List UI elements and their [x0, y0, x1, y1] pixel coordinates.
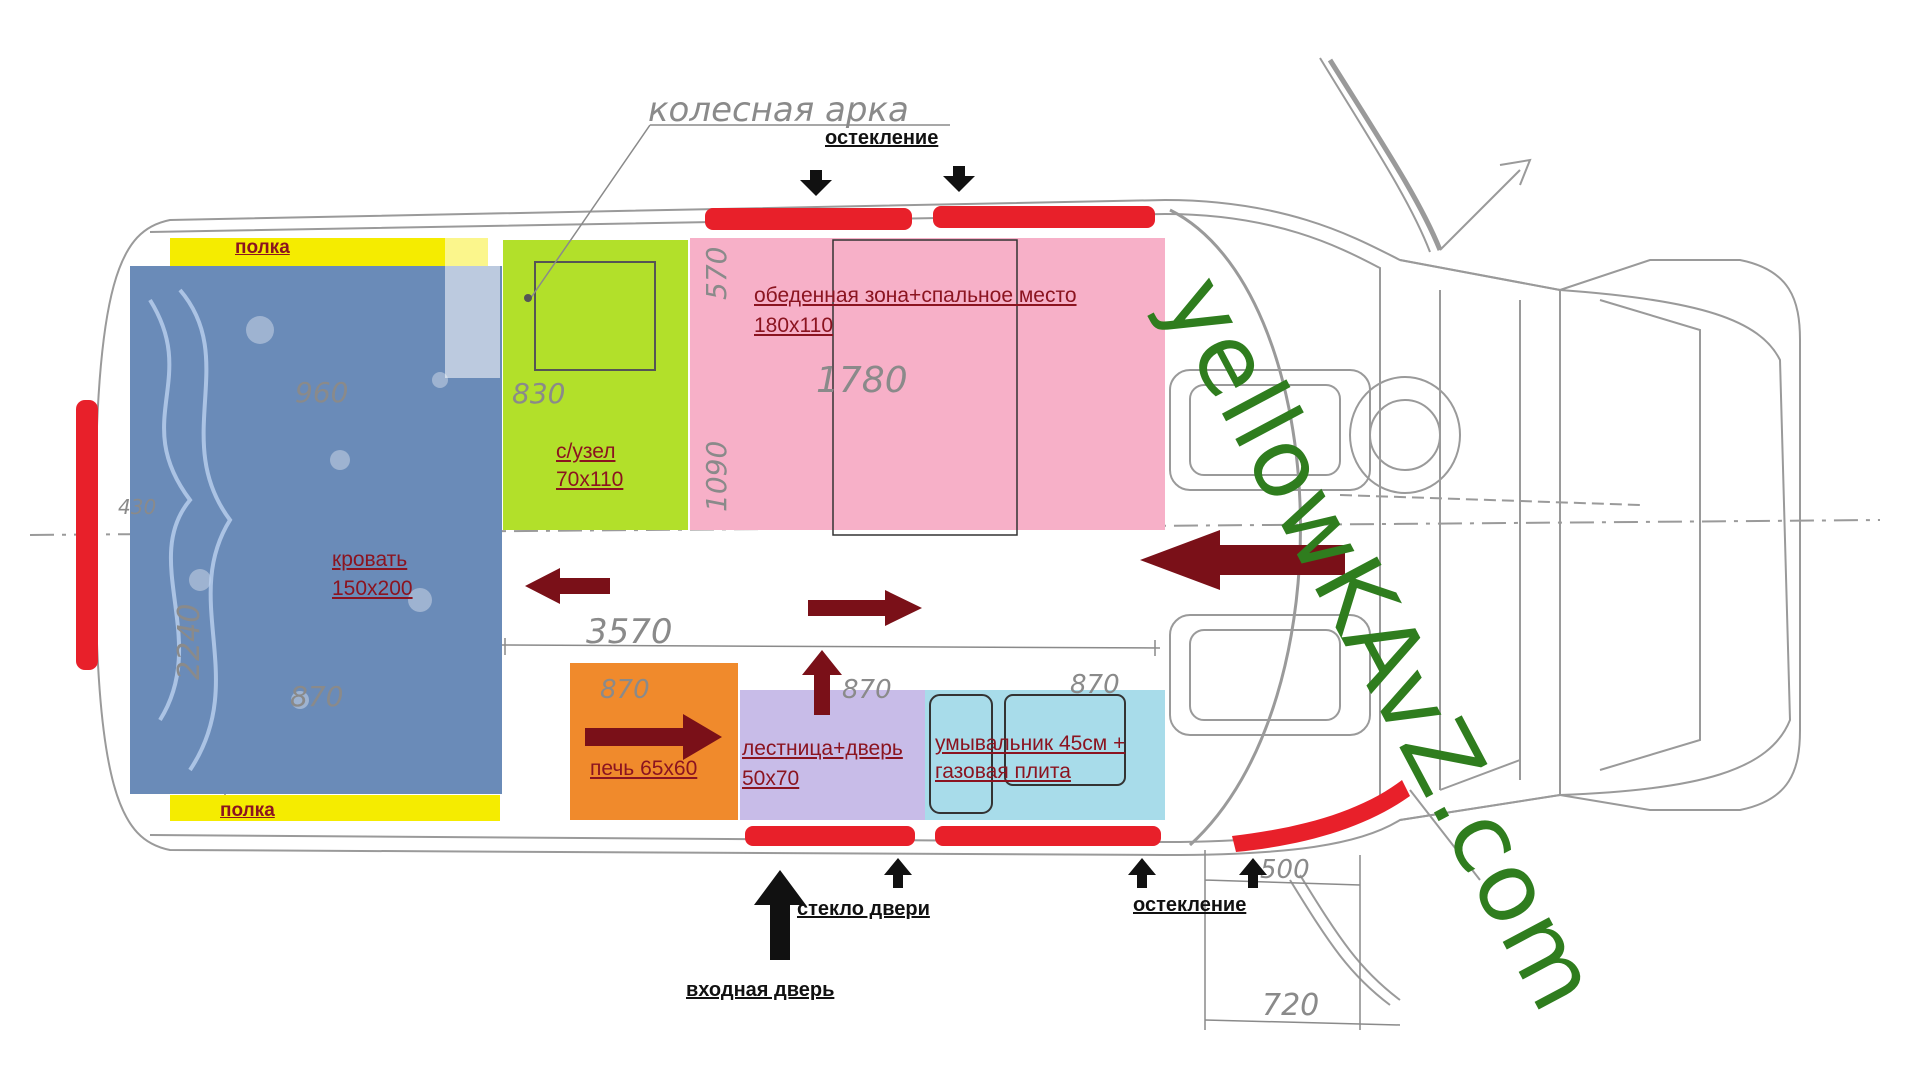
dim-430: 430 — [118, 495, 157, 519]
dim-500: 500 — [1260, 855, 1310, 885]
door-glass-label: стекло двери — [797, 898, 930, 920]
shelf-bottom-label: полка — [220, 800, 275, 821]
dim-570: 570 — [700, 246, 733, 300]
dim-830: 830 — [512, 377, 566, 410]
stairs-size-label: 50х70 — [742, 767, 800, 790]
dim-2240: 2240 — [172, 603, 207, 680]
window-rear — [76, 400, 98, 670]
shelf-top-label: полка — [235, 237, 290, 258]
arrow-entry-door — [754, 870, 806, 960]
wheel-arch-label: колесная арка — [648, 90, 909, 130]
arrow-glazing-top-2 — [943, 166, 975, 192]
dim-870-bed: 870 — [290, 680, 344, 713]
arrow-to-bed — [525, 568, 610, 604]
wc-toilet — [534, 261, 656, 371]
window-bottom-2 — [935, 826, 1161, 846]
shelf-top-zone — [170, 238, 488, 266]
dining-table — [832, 239, 1018, 536]
dim-870-stairs: 870 — [842, 675, 892, 705]
window-top-2 — [933, 206, 1155, 228]
arrow-door-glass — [884, 858, 912, 888]
window-bottom-1 — [745, 826, 915, 846]
bed-zone — [130, 266, 502, 794]
flow-arrows — [525, 530, 1345, 760]
dining-label: обеденная зона+спальное место — [754, 284, 1077, 307]
dim-870-sink: 870 — [1070, 670, 1120, 700]
stairs-label: лестница+дверь — [742, 737, 903, 760]
wc-label: с/узел — [556, 440, 616, 463]
shelf-bottom-zone — [170, 795, 500, 821]
gas-stove — [1004, 694, 1126, 786]
window-cab — [1232, 780, 1410, 852]
black-arrows — [754, 166, 1267, 960]
bed-label: кровать — [332, 548, 408, 571]
wheel-arch-point — [524, 294, 532, 302]
wheel-arch-leader — [527, 124, 950, 303]
dim-1090: 1090 — [700, 440, 733, 512]
dim-720: 720 — [1262, 988, 1320, 1023]
windows — [76, 206, 1410, 852]
sink-label: умывальник 45см + — [935, 732, 1126, 755]
stairs-zone — [740, 690, 925, 820]
bed-size-label: 150х200 — [332, 577, 413, 600]
glazing-bottom-label: остекление — [1133, 894, 1247, 916]
dim-870-stove: 870 — [600, 675, 650, 705]
arrow-glazing-top-1 — [800, 170, 832, 196]
sink-basin — [929, 694, 993, 814]
bed-hatch — [445, 238, 500, 378]
wc-zone — [503, 240, 688, 530]
dim-960: 960 — [295, 376, 349, 409]
arrow-to-front — [808, 590, 922, 626]
stove-label: печь 65х60 — [590, 757, 698, 780]
entry-door-label: входная дверь — [686, 979, 835, 1001]
arrow-main-entry — [1140, 530, 1345, 590]
glazing-top-label: остекление — [825, 127, 939, 149]
arrow-to-stairs — [585, 714, 722, 760]
dim-1780: 1780 — [816, 360, 908, 401]
dining-zone — [690, 238, 1165, 530]
wc-size-label: 70х110 — [556, 468, 624, 491]
arrow-glazing-bottom-2 — [1239, 858, 1267, 888]
gas-label: газовая плита — [935, 760, 1071, 783]
dim-3570: 3570 — [586, 612, 673, 652]
bed-texture — [189, 316, 448, 709]
arrow-glazing-bottom-1 — [1128, 858, 1156, 888]
dining-size-label: 180х110 — [754, 314, 834, 337]
window-top-1 — [705, 208, 912, 230]
bed-scribbles — [148, 288, 233, 772]
arrow-up-stairs — [802, 650, 842, 715]
